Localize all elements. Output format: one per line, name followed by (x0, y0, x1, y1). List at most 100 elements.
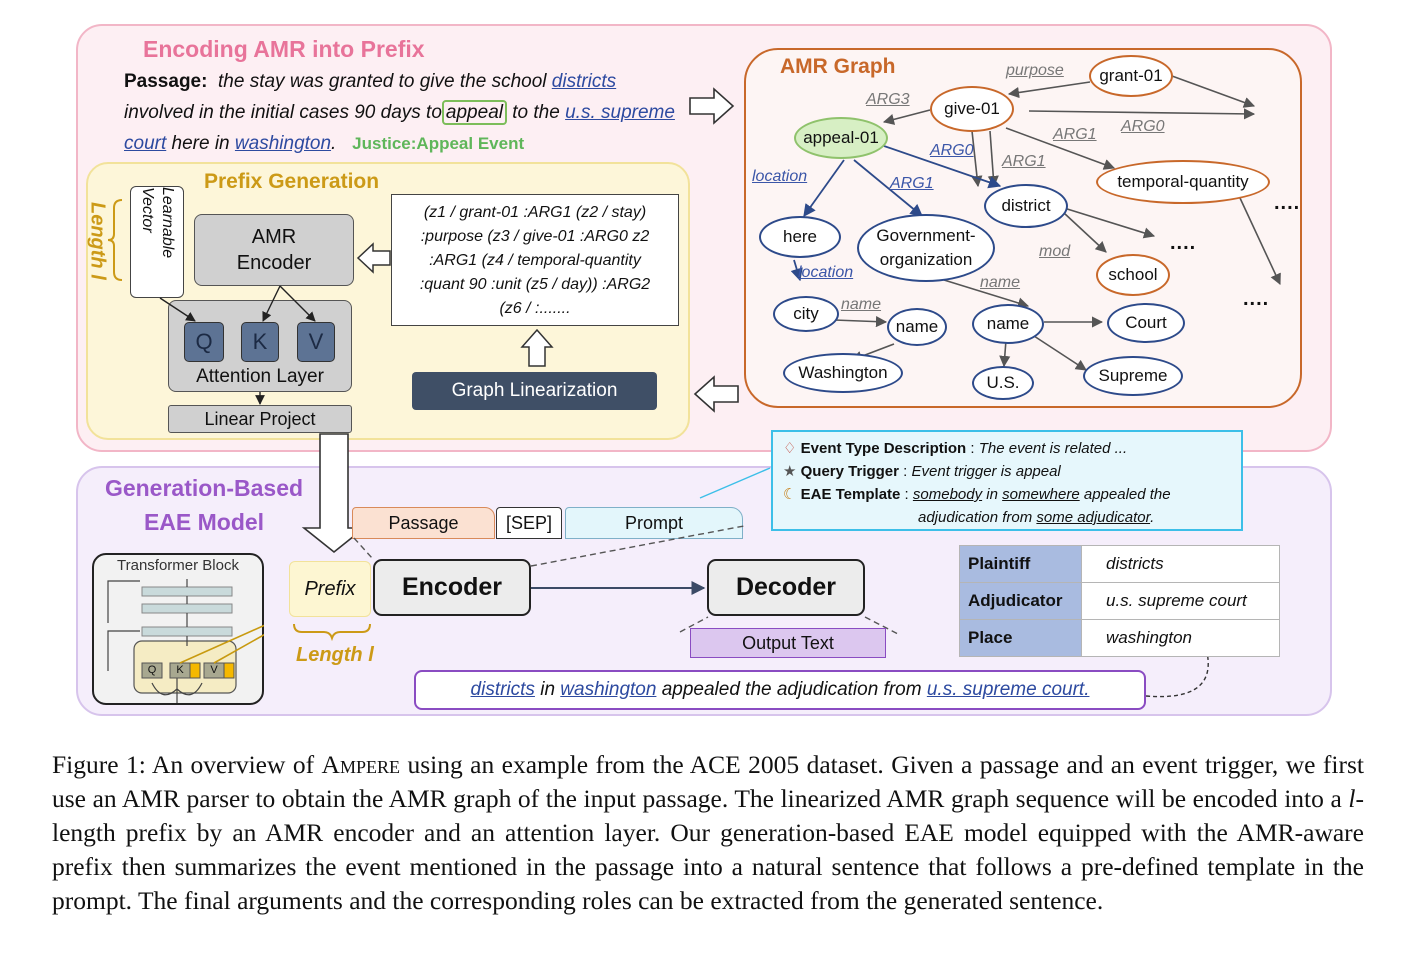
amr-encoder-box: AMR Encoder (194, 214, 354, 286)
passage-tab: Passage (352, 507, 495, 539)
linearized-line: :quant 90 :unit (z5 / day)) :ARG2 (419, 276, 651, 293)
passage-entity-court: u.s. supreme court (124, 102, 675, 154)
role-cell: Place (959, 619, 1082, 657)
encoding-title: Encoding AMR into Prefix (143, 36, 425, 62)
amr-node-appeal: appeal-01 (794, 117, 888, 159)
left-arrow-icon (693, 375, 739, 413)
amr-node-city: city (773, 296, 839, 332)
edge-label-arg1: ARG1 (1053, 126, 1097, 143)
crescent-moon-icon: ☾ (783, 486, 797, 503)
star-icon: ★ (783, 463, 797, 480)
linearized-line: :purpose (z3 / give-01 :ARG0 z2 (420, 228, 650, 245)
amr-node-name-org: name (972, 304, 1044, 344)
transformer-v: V (210, 664, 218, 676)
prompt-description-box: ♢ Event Type Description : The event is … (771, 430, 1243, 531)
figure-caption: Figure 1: An overview of Ampere using an… (52, 748, 1364, 918)
table-row: Adjudicator u.s. supreme court (959, 582, 1280, 620)
role-cell: Adjudicator (959, 582, 1082, 620)
amr-node-district: district (984, 184, 1068, 228)
prompt-value: Event trigger is appeal (911, 463, 1061, 480)
prompt-label: Event Type Description (800, 440, 967, 457)
up-arrow-icon (520, 328, 554, 367)
prompt-label: EAE Template (800, 486, 901, 503)
passage-entity-washington: washington (234, 133, 332, 154)
passage-segment: here in (171, 133, 230, 154)
linearized-amr-box: (z1 / grant-01 :ARG1 (z2 / stay) :purpos… (391, 194, 679, 326)
value-vector-v: V (297, 322, 335, 362)
amr-ellipsis: .... (1274, 192, 1301, 214)
passage-segment: the stay was granted to give the school (218, 71, 547, 92)
output-text-tab: Output Text (690, 628, 886, 658)
caption-variable: l (1348, 784, 1356, 813)
passage-segment: to the (512, 102, 560, 123)
passage-trigger-appeal: appeal (441, 100, 507, 125)
edge-label-arg1-district: ARG1 (1002, 153, 1046, 170)
prompt-line-eae-template-cont: adjudication from some adjudicator. (783, 506, 1231, 529)
edge-label-arg0: ARG0 (1121, 118, 1165, 135)
caption-text: -length prefix by an AMR encoder and an … (52, 784, 1365, 915)
amr-node-label: Government- (876, 226, 976, 245)
caption-system-name: Ampere (321, 750, 400, 779)
amr-node-supreme: Supreme (1083, 356, 1183, 396)
template-placeholder: somewhere (1002, 486, 1080, 503)
graph-linearization-label: Graph Linearization (451, 380, 618, 401)
length-l-horizontal: Length l (296, 644, 374, 666)
output-segment: appealed the adjudication from (661, 679, 922, 700)
edge-label-location-city: location (798, 264, 854, 281)
sep-tab: [SEP] (496, 507, 562, 539)
prompt-value: The event is related ... (978, 440, 1128, 457)
amr-node-school: school (1096, 254, 1170, 296)
transformer-diagram (107, 579, 264, 703)
query-vector-q: Q (184, 322, 224, 362)
encoder-box: Encoder (373, 559, 531, 616)
table-row: Place washington (959, 619, 1280, 657)
edge-label-location: location (752, 168, 808, 185)
template-text: in (986, 486, 998, 503)
output-entity-court: u.s. supreme court. (926, 679, 1090, 700)
decoder-box: Decoder (707, 559, 865, 616)
template-text: adjudication from (918, 509, 1033, 526)
length-bracket-icon (293, 623, 371, 642)
amr-node-us: U.S. (972, 366, 1034, 400)
output-segment: in (540, 679, 556, 700)
amr-ellipsis: .... (1243, 288, 1270, 310)
event-type-label: Justice:Appeal Event (352, 134, 525, 153)
argument-cell: washington (1081, 619, 1280, 657)
edge-label-arg3: ARG3 (866, 91, 910, 108)
edge-label-name-org: name (980, 274, 1021, 291)
graph-linearization-box: Graph Linearization (412, 372, 657, 410)
edge-label-arg0-blue: ARG0 (930, 142, 974, 159)
amr-graph-title: AMR Graph (780, 55, 896, 78)
prompt-line-event-type: ♢ Event Type Description : The event is … (783, 437, 1231, 460)
prompt-line-eae-template: ☾ EAE Template : somebody in somewhere a… (783, 483, 1231, 506)
prompt-tab: Prompt (565, 507, 743, 539)
amr-encoder-label: AMR Encoder (236, 226, 312, 274)
prompt-sep: : (903, 463, 908, 480)
argument-cell: districts (1081, 545, 1280, 583)
generation-title: Generation-Based EAE Model (98, 471, 310, 539)
diamond-icon: ♢ (783, 440, 797, 457)
length-l-vertical: Length l (86, 202, 109, 280)
amr-node-washington: Washington (783, 353, 903, 393)
generation-title-line: Generation-Based (104, 475, 304, 501)
attention-layer-label: Attention Layer (196, 366, 324, 387)
length-bracket-icon (107, 199, 123, 281)
output-entity-washington: washington (560, 679, 657, 700)
transformer-k: K (176, 664, 184, 676)
amr-node-give: give-01 (930, 86, 1014, 132)
edge-label-arg1-blue: ARG1 (890, 175, 934, 192)
linearized-line: (z6 / :....... (499, 300, 571, 317)
prefix-generation-title: Prefix Generation (204, 170, 380, 193)
amr-node-here: here (759, 216, 841, 258)
attention-connector-lines (159, 285, 316, 405)
template-text: appealed the (1083, 486, 1171, 503)
transformer-q: Q (147, 664, 157, 676)
role-cell: Plaintiff (959, 545, 1082, 583)
prompt-line-query-trigger: ★ Query Trigger : Event trigger is appea… (783, 460, 1231, 483)
amr-ellipsis: .... (1170, 232, 1197, 254)
passage-label: Passage: (124, 71, 208, 92)
passage-segment: . (331, 133, 337, 154)
linearized-line: :ARG1 (z4 / temporal-quantity (429, 252, 641, 269)
prefix-box: Prefix (289, 561, 371, 617)
template-placeholder: some adjudicator (1036, 509, 1151, 526)
